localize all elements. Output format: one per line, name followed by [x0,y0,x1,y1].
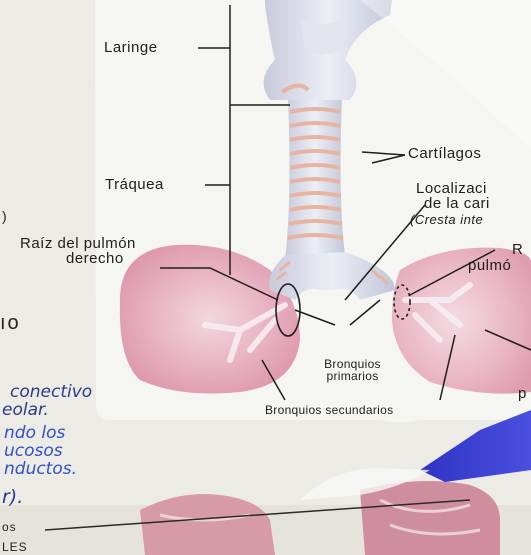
label-localizacion-line3: (Cresta inte [410,213,483,226]
label-bronquios-primarios-line2: primarios [305,370,400,382]
handwriting-line-1: conectivo [10,384,92,401]
handwriting-line-4: ucosos [4,443,63,460]
lower-lung-image-right [360,481,500,555]
label-localizacion-line2: de la cari [424,196,490,211]
label-laringe: Laringe [104,40,158,55]
bottom-edge-text-1: os [2,520,17,534]
handwriting-line-3: ndo los [4,425,65,442]
left-edge-mark: ) [2,208,8,224]
label-right-pulmo: pulmó [468,258,511,273]
label-right-r: R [512,242,523,257]
heading-fragment: ıo [0,312,21,335]
bottom-edge-text-2: LES [2,540,28,554]
label-cartilagos: Cartílagos [408,146,481,161]
handwriting-line-5: nductos. [4,461,77,478]
label-right-p: p [518,386,527,401]
label-bronquios-secundarios: Bronquios secundarios [265,404,393,416]
handwriting-line-6: r). [2,488,23,507]
label-raiz-line1: Raíz del pulmón [20,236,136,251]
label-traquea: Tráquea [105,177,164,192]
label-raiz-line2: derecho [66,251,124,266]
label-localizacion-line1: Localizaci [416,181,487,196]
handwriting-line-2: eolar. [2,402,49,419]
